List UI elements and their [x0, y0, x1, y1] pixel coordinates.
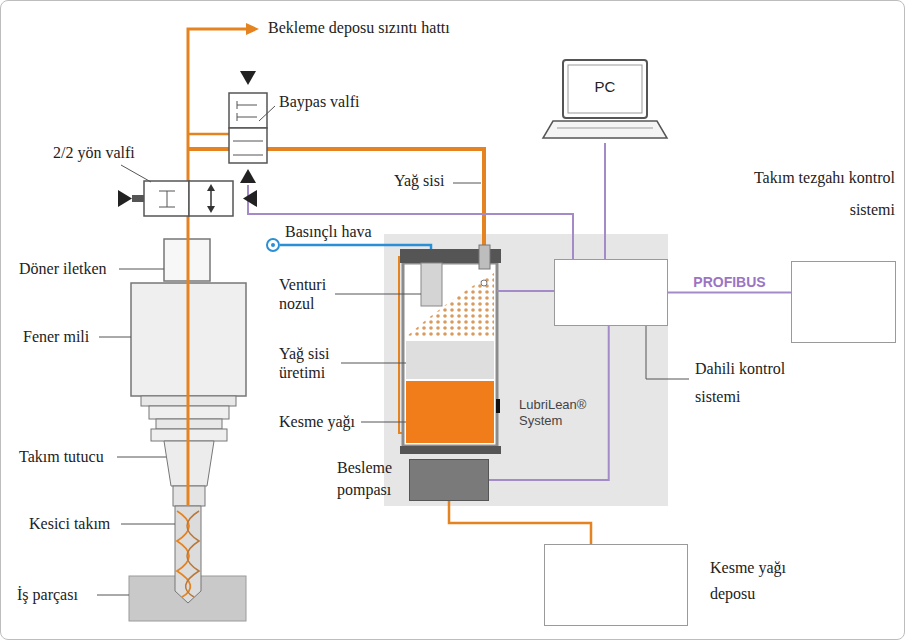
air-inlet — [267, 239, 279, 251]
drill-bit — [175, 506, 201, 603]
part-label: Yağ sisi — [394, 171, 444, 190]
node-text: LubriLean® System — [519, 397, 599, 429]
node-text: PC — [568, 77, 642, 96]
control-wire — [497, 290, 554, 292]
valve-symbol — [207, 206, 215, 213]
valve-symbol — [207, 184, 215, 191]
part-label: Venturi nozul — [279, 275, 349, 313]
leader-line — [259, 106, 275, 121]
part-label: Kesici takım — [29, 514, 110, 533]
laptop-keyboard — [557, 128, 653, 129]
valve-symbol — [237, 101, 257, 121]
part-label: Fener mili — [23, 327, 89, 346]
part-label: Baypas valfi — [279, 92, 359, 111]
connector — [489, 326, 609, 480]
system-panel-ground — [384, 234, 668, 506]
bypass-valve-cell — [229, 128, 267, 163]
drill-coolant-channel — [177, 511, 190, 597]
feed-pump-box: Besleme pompası — [409, 459, 489, 501]
venturi-nozzle — [421, 263, 442, 306]
leader-line — [361, 422, 406, 423]
valve-symbol — [159, 191, 175, 207]
part-label: Basınçlı hava — [285, 222, 372, 241]
leader-line — [453, 183, 481, 184]
leader-line — [117, 457, 166, 458]
directional-valve-cell — [189, 181, 233, 216]
control-wire — [248, 185, 573, 259]
leader-line — [335, 294, 421, 295]
mist-chamber — [406, 341, 494, 379]
leader-line — [121, 524, 175, 525]
connector — [449, 501, 591, 544]
node-text: Besleme pompası — [337, 457, 405, 501]
valve-actuator — [243, 190, 257, 207]
part-label: Bekleme deposu sızıntı hattı — [268, 18, 450, 37]
part-label: İş parçası — [17, 585, 78, 604]
leak-line-arrowhead — [246, 23, 259, 35]
valve-actuator — [240, 169, 256, 183]
connector — [604, 143, 606, 259]
node-text: Takım tezgahı kontrol sistemi — [745, 162, 895, 226]
part-label: Takım tutucu — [19, 447, 104, 466]
machine-control-box: Takım tezgahı kontrol sistemi — [791, 261, 896, 343]
oil-tank-box: Kesme yağı deposu — [544, 544, 688, 626]
valve-symbol — [233, 141, 263, 155]
valve-actuator — [240, 71, 256, 85]
part-label: Döner iletken — [19, 259, 107, 278]
node-text: Dahili kontrol sistemi — [695, 355, 810, 411]
internal-control-box: Dahili kontrol sistemi — [554, 259, 668, 326]
valve-actuator — [118, 190, 132, 207]
leader-line — [646, 326, 689, 379]
tank-body — [403, 263, 497, 446]
laptop-outline — [541, 58, 669, 143]
leader-line — [119, 269, 164, 270]
laptop-base — [543, 121, 667, 138]
valve-actuator — [132, 195, 144, 202]
leader-line — [341, 363, 406, 364]
leader-line — [121, 165, 151, 182]
cutting-oil — [406, 381, 494, 443]
directional-valve-cell — [144, 181, 189, 216]
mist-outlet-port — [481, 280, 487, 286]
air-inlet — [271, 243, 275, 247]
laptop-display — [568, 65, 642, 113]
drill-flute — [186, 511, 199, 597]
bus-label: PROFIBUS — [693, 274, 765, 290]
connector — [668, 292, 791, 294]
mist-outlet — [479, 245, 490, 269]
level-sensor — [496, 399, 500, 413]
lubrilean-system-panel: Dahili kontrol sistemiBesleme pompası Lub… — [384, 234, 668, 506]
leader-line — [97, 595, 129, 596]
tank-base — [400, 446, 501, 454]
oil-mist — [406, 273, 494, 337]
laptop-screen — [563, 60, 647, 118]
node-text: Kesme yağı deposu — [710, 555, 805, 607]
part-label: 2/2 yön valfi — [53, 143, 135, 162]
mist-line — [188, 149, 484, 251]
bypass-valve-cell — [229, 93, 267, 128]
part-label: Kesme yağı — [279, 412, 355, 431]
bypass-branch — [188, 133, 229, 136]
leader-line — [99, 337, 131, 338]
pc-monitor: PC — [541, 58, 669, 143]
part-label: Yağ sisi üretimi — [279, 344, 349, 382]
leader-lines — [97, 106, 689, 595]
